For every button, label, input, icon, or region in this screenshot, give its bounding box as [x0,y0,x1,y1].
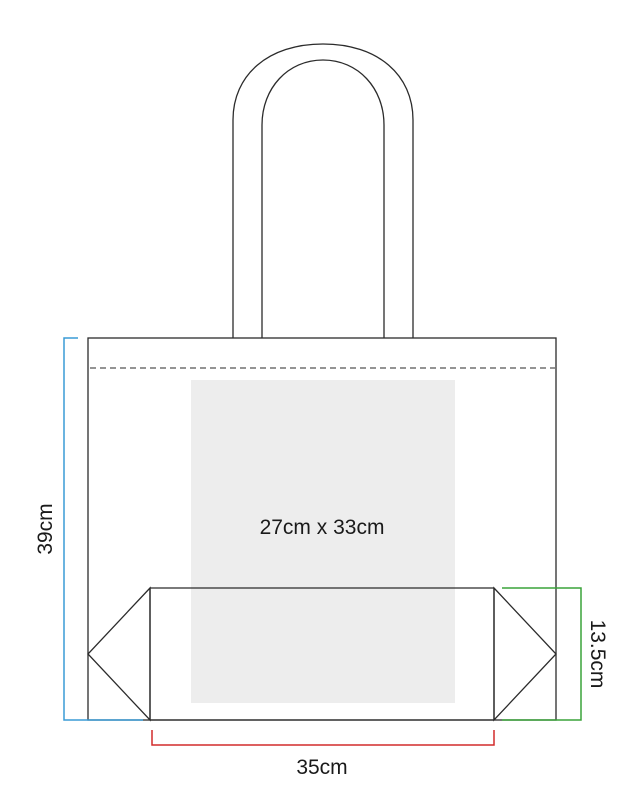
handle-inner [261,59,385,338]
width-dimension: 35cm [151,730,495,779]
handles [232,43,414,338]
handle-outer [232,43,414,338]
gusset-label: 13.5cm [586,620,609,689]
height-dimension: 39cm [34,337,143,721]
gusset-bracket [502,587,582,721]
print-area-label: 27cm x 33cm [260,516,385,539]
gusset [87,586,557,722]
height-bracket [63,337,143,721]
print-area [191,380,455,703]
gusset-dimension: 13.5cm [502,587,609,721]
width-label: 35cm [296,756,347,779]
height-label: 39cm [34,503,57,554]
width-bracket [151,730,495,746]
